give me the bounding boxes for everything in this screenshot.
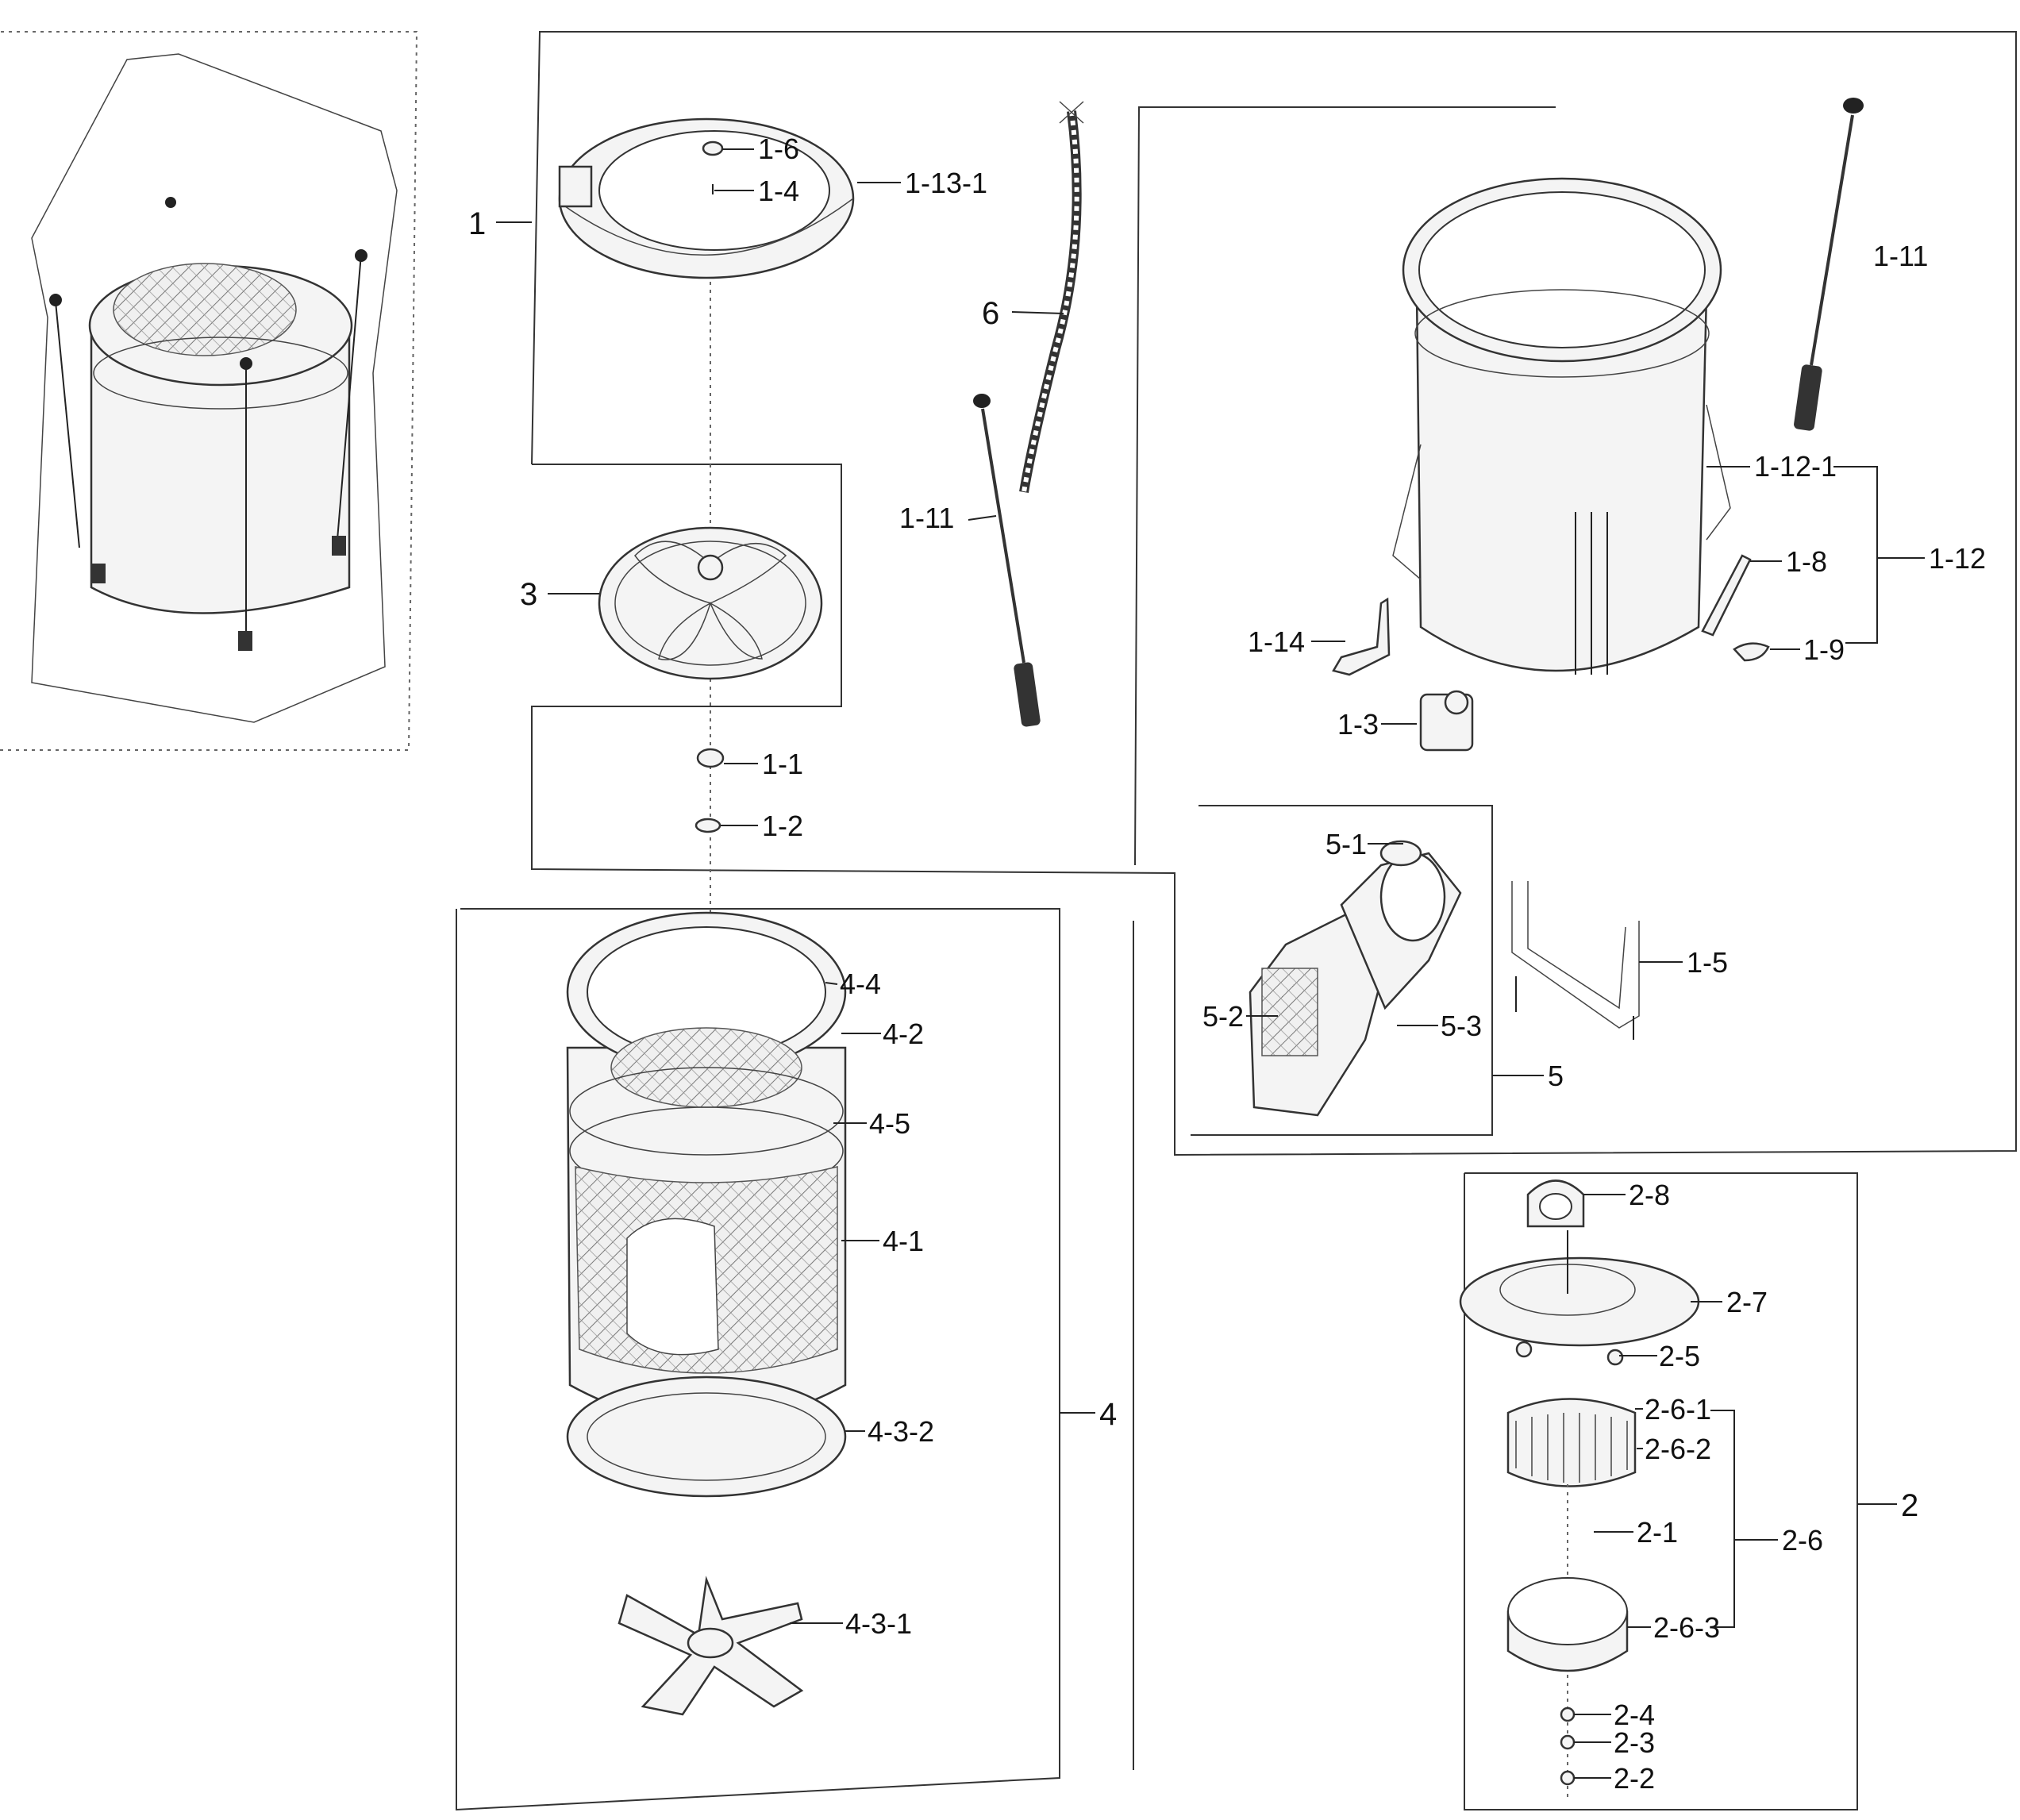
drain-pump-illustration: [1249, 840, 1462, 1117]
label-4-2: 4-2: [883, 1018, 924, 1050]
label-2-1: 2-1: [1637, 1516, 1678, 1549]
label-2-5: 2-5: [1659, 1340, 1700, 1372]
overview-frame: [0, 31, 418, 751]
label-1-8: 1-8: [1786, 545, 1827, 578]
tub-cover-illustration: [558, 117, 855, 279]
label-4-4: 4-4: [840, 968, 881, 1000]
label-1-9: 1-9: [1803, 633, 1845, 666]
wash-basket-illustration: [566, 911, 847, 1498]
nut-illustration: [696, 748, 725, 768]
label-5: 5: [1548, 1060, 1564, 1092]
label-2-6: 2-6: [1782, 1524, 1823, 1556]
motor-box: [1464, 1172, 1858, 1810]
label-4-5: 4-5: [869, 1107, 910, 1140]
suspension-rod-left-illustration: [973, 394, 1041, 727]
label-1-2: 1-2: [762, 810, 803, 842]
label-3: 3: [520, 577, 537, 612]
label-2-3: 2-3: [1614, 1726, 1655, 1759]
label-2-2: 2-2: [1614, 1762, 1655, 1795]
callout-labels: 1 1-6 1-4 1-13-1 6 1-11 3 1-1 1-2 1-11 1…: [468, 133, 1986, 1795]
label-1-12-1: 1-12-1: [1754, 450, 1837, 483]
label-4-3-1: 4-3-1: [845, 1607, 912, 1640]
hose-illustration: [1019, 101, 1084, 493]
label-4-1: 4-1: [883, 1225, 924, 1257]
label-4-3-2: 4-3-2: [868, 1415, 934, 1448]
label-2-6-1: 2-6-1: [1645, 1393, 1711, 1426]
grouping-frames: [0, 31, 2017, 1811]
flange-illustration: [618, 1576, 804, 1716]
label-2-7: 2-7: [1726, 1286, 1768, 1318]
label-5-2: 5-2: [1202, 1000, 1244, 1033]
pulsator-illustration: [598, 526, 823, 680]
bracket-1-14-illustration: [1332, 597, 1391, 676]
overview-assembly-illustration: [31, 53, 398, 723]
leader-lines: [496, 148, 1925, 1779]
label-6: 6: [982, 296, 999, 331]
label-1-4: 1-4: [758, 175, 799, 207]
label-1-1: 1-1: [762, 748, 803, 780]
washer-illustration: [694, 818, 721, 833]
label-1-13-1: 1-13-1: [905, 167, 987, 199]
clip-1-9-illustration: [1733, 642, 1770, 662]
label-2-4: 2-4: [1614, 1699, 1655, 1731]
label-1-5: 1-5: [1687, 946, 1728, 979]
tub-box: [1134, 106, 1556, 866]
tub-illustration: [1392, 177, 1731, 675]
label-1-14: 1-14: [1248, 625, 1305, 658]
label-4: 4: [1099, 1397, 1117, 1432]
label-2-6-2: 2-6-2: [1645, 1433, 1711, 1465]
label-1-3: 1-3: [1337, 708, 1379, 741]
label-1-11-left: 1-11: [899, 502, 954, 534]
valve-1-3-illustration: [1419, 690, 1474, 752]
sensor-1-8-illustration: [1701, 554, 1752, 637]
label-2-8: 2-8: [1629, 1179, 1670, 1211]
label-2: 2: [1901, 1488, 1918, 1523]
pump-box: [1191, 805, 1493, 1136]
label-5-3: 5-3: [1441, 1010, 1482, 1042]
suspension-rod-right-illustration: [1794, 98, 1864, 431]
label-1: 1: [468, 206, 486, 241]
basket-box: [456, 908, 1060, 1811]
group-1-frame: [531, 31, 2017, 1156]
label-1-6: 1-6: [758, 133, 799, 165]
label-1-11-right: 1-11: [1873, 240, 1928, 272]
label-5-1: 5-1: [1326, 828, 1367, 860]
label-2-6-3: 2-6-3: [1653, 1611, 1720, 1644]
label-1-12: 1-12: [1929, 542, 1986, 575]
pump-frame-1-5-illustration: [1511, 881, 1640, 1040]
motor-assembly-illustration: [1459, 1179, 1700, 1802]
